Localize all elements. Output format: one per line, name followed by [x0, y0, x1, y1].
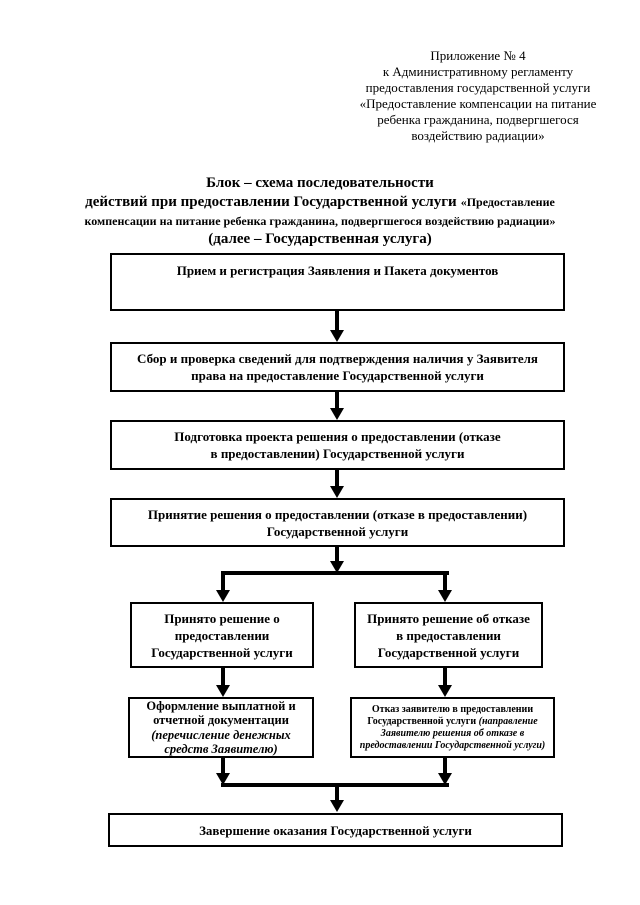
branch-split-head [330, 561, 344, 573]
annex-header: Приложение № 4 к Административному регла… [318, 48, 638, 144]
payment-action-note: (перечисление денежных средств Заявителю… [151, 727, 291, 757]
arrow-refused-action-head [438, 685, 452, 697]
arrow-step3-step4-head [330, 486, 344, 498]
title-line-1: Блок – схема последовательности [206, 175, 434, 191]
merge-left-head [216, 773, 230, 785]
branch-split-stem [335, 547, 339, 562]
flow-step-completion: Завершение оказания Государственной услу… [108, 813, 563, 847]
flow-step-draft-decision-label: Подготовка проекта решения о предоставле… [174, 429, 501, 461]
title-line-4: (далее – Государственная услуга) [208, 231, 432, 247]
decision-refused-box: Принято решение об отказе в предоставлен… [354, 602, 543, 668]
title-line-2-main: действий при предоставлении Государствен… [85, 194, 457, 210]
title-line-3: компенсации на питание ребенка гражданин… [84, 214, 556, 228]
decision-granted-line: Принято решение о [164, 610, 280, 626]
decision-granted-line: предоставлении [174, 627, 270, 643]
annex-header-line: воздействию радиации» [411, 128, 545, 143]
flow-step-draft-decision: Подготовка проекта решения о предоставле… [110, 420, 565, 470]
title-line-2-quote: «Предоставление [460, 195, 555, 209]
merge-right-head [438, 773, 452, 785]
payment-action-box: Оформление выплатной и отчетной документ… [128, 697, 314, 758]
branch-left-drop-stem [221, 575, 225, 592]
branch-split-bar [221, 571, 449, 575]
payment-action-main: Оформление выплатной и отчетной документ… [146, 698, 296, 728]
decision-granted-line: Государственной услуги [151, 644, 293, 660]
decision-granted-box: Принято решение о предоставлении Государ… [130, 602, 314, 668]
merge-bar [221, 783, 449, 787]
flow-step-verification-label: Сбор и проверка сведений для подтвержден… [137, 351, 538, 383]
annex-header-line: «Предоставление компенсации на питание [359, 96, 597, 111]
refusal-action-box: Отказ заявителю в предоставлении Государ… [350, 697, 555, 758]
flow-step-decision: Принятие решения о предоставлении (отказ… [110, 498, 565, 547]
annex-header-line: Приложение № 4 [430, 48, 526, 63]
refusal-action-text: Отказ заявителю в предоставлении Государ… [356, 704, 549, 752]
branch-right-drop-head [438, 590, 452, 602]
decision-refused-line: Принято решение об отказе [367, 610, 530, 626]
arrow-final-head [330, 800, 344, 812]
flow-step-verification: Сбор и проверка сведений для подтвержден… [110, 342, 565, 392]
title-line-2: действий при предоставлении Государствен… [36, 193, 604, 212]
branch-right-drop-stem [443, 575, 447, 592]
decision-refused-line: в предоставлении [396, 627, 501, 643]
flow-step-completion-label: Завершение оказания Государственной услу… [199, 822, 472, 838]
flow-step-reception: Прием и регистрация Заявления и Пакета д… [110, 253, 565, 311]
page-title: Блок – схема последовательности действий… [36, 174, 604, 249]
arrow-granted-action-head [216, 685, 230, 697]
refusal-action-note: (направление Заявителю решения об отказе… [359, 715, 546, 751]
merge-right-stem [443, 758, 447, 774]
arrow-step3-step4-stem [335, 470, 339, 487]
arrow-step2-step3-stem [335, 392, 339, 410]
decision-refused-line: Государственной услуги [377, 644, 520, 660]
arrow-granted-action-stem [221, 668, 225, 687]
refusal-action-main: Отказ заявителю в предоставлении Государ… [367, 703, 534, 727]
annex-header-line: предоставления государственной услуги [365, 80, 591, 95]
flow-step-decision-label: Принятие решения о предоставлении (отказ… [147, 506, 528, 539]
annex-header-line: к Административному регламенту [382, 64, 574, 79]
arrow-step1-step2-head [330, 330, 344, 342]
arrow-step2-step3-head [330, 408, 344, 420]
arrow-step1-step2-stem [335, 311, 339, 332]
branch-left-drop-head [216, 590, 230, 602]
arrow-final-stem [335, 787, 339, 801]
annex-header-line: ребенка гражданина, подвергшегося [377, 112, 579, 127]
merge-left-stem [221, 758, 225, 774]
arrow-refused-action-stem [443, 668, 447, 687]
